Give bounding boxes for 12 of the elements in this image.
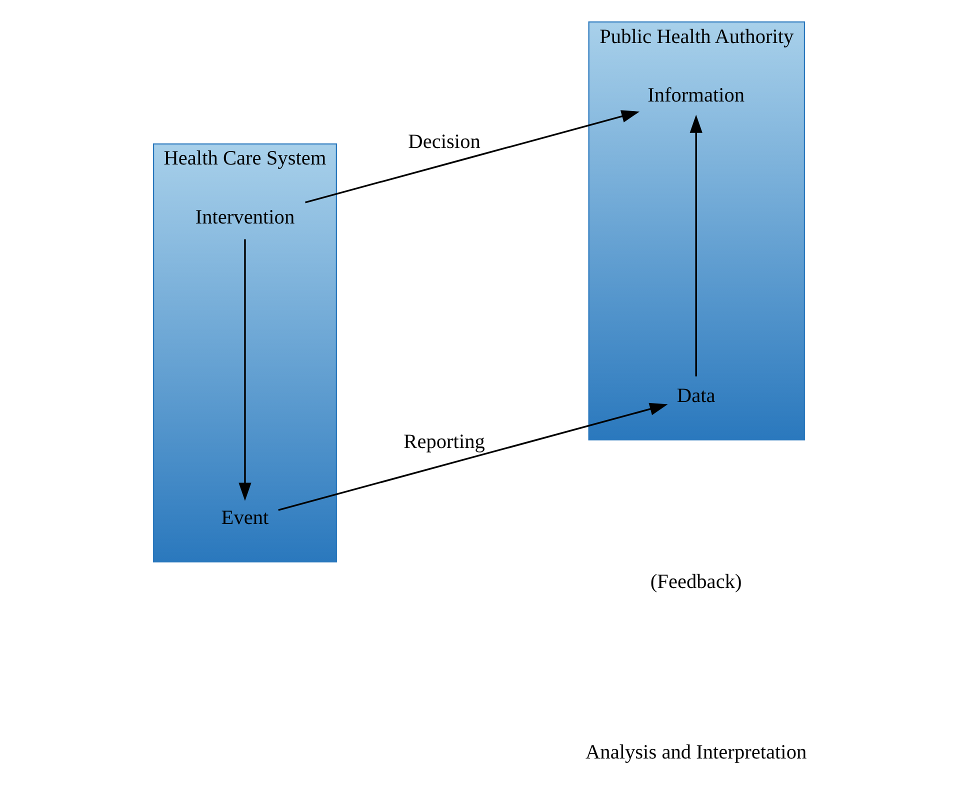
label: (Feedback) (650, 571, 742, 594)
edge-label: Reporting (403, 431, 484, 454)
node-text: Intervention (194, 206, 294, 228)
arrow (238, 239, 251, 501)
edge-label: Decision (408, 130, 480, 153)
node-text: Data (676, 384, 715, 407)
label: Analysis and Interpretation (585, 742, 806, 764)
arrow (278, 402, 668, 511)
arrow (304, 110, 640, 204)
node-text: Information (647, 84, 744, 106)
arrow (689, 114, 702, 376)
node-text: Event (220, 506, 268, 529)
